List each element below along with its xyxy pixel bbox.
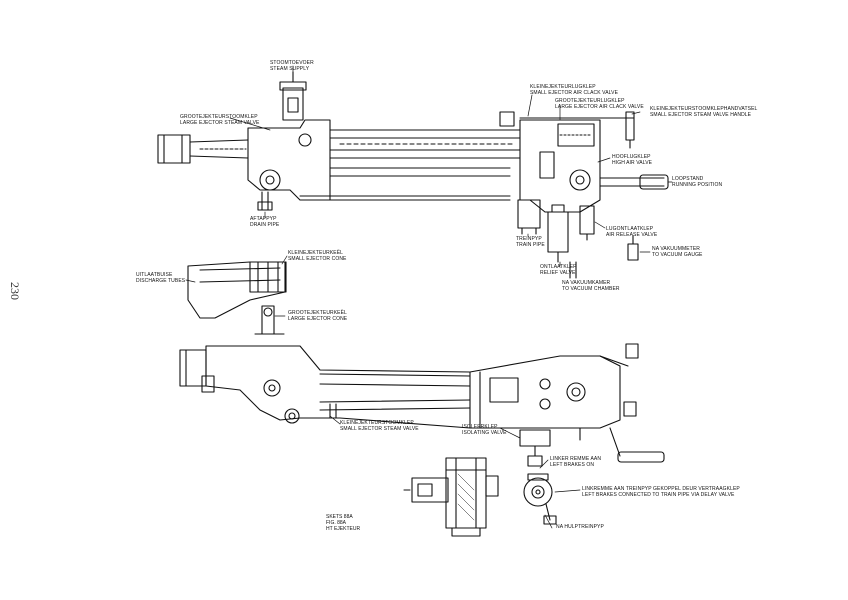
top-ejector-assembly	[157, 71, 669, 279]
label-brakes-connected: LINKREMME AAN TREINPYP GEKOPPEL DEUR VER…	[582, 486, 740, 498]
ejector-cone-assembly	[187, 261, 287, 335]
bottom-ejector-assembly	[179, 343, 665, 463]
bottom-leaders	[329, 415, 581, 529]
label-to-auxiliary-pipe: NA HULPTREINPYP	[556, 524, 604, 530]
top-leaders	[229, 65, 673, 267]
isolating-valve-detail	[519, 429, 557, 525]
cone-leaders	[185, 255, 288, 317]
section-detail	[403, 457, 499, 537]
